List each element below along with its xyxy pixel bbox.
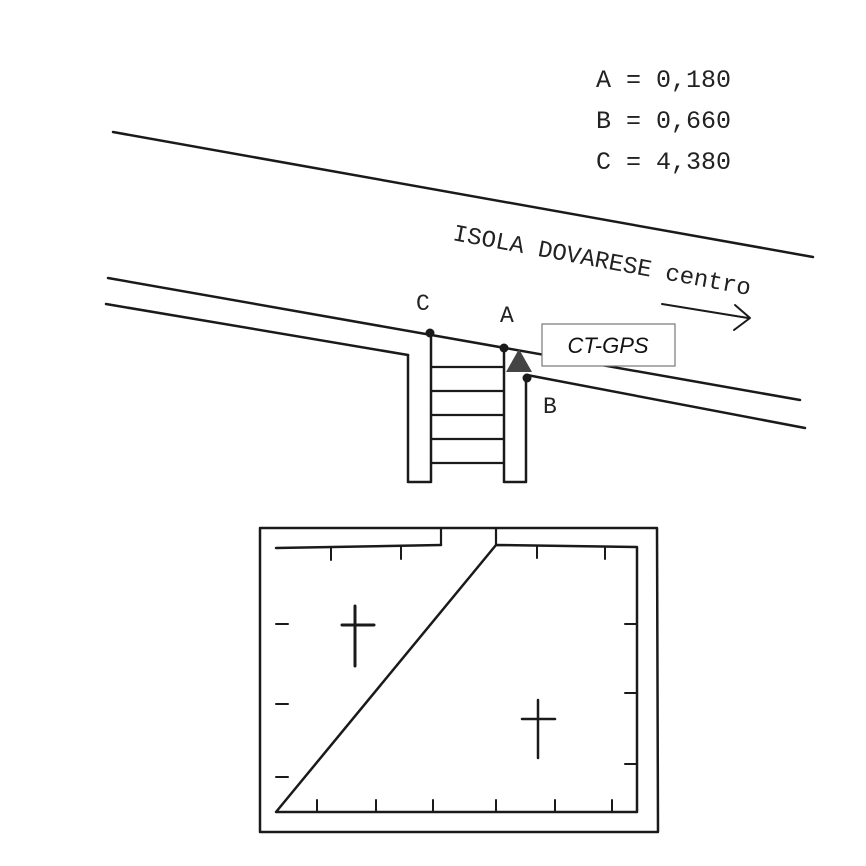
point-c-label: C [416, 291, 430, 317]
road-edge-lower-left [104, 302, 410, 357]
point-b-marker [522, 373, 532, 383]
legend-b: B = 0,660 [596, 107, 731, 136]
enclosure-plan [258, 526, 660, 834]
point-c-marker [425, 328, 435, 338]
road-edge-upper [111, 130, 815, 259]
legend-c: C = 4,380 [596, 148, 731, 177]
point-b-label: B [543, 394, 557, 420]
cross-icon [340, 604, 376, 668]
point-a-marker [499, 343, 509, 353]
measurement-legend: A = 0,180 B = 0,660 C = 4,380 [596, 66, 731, 177]
road-label: ISOLA DOVARESE centro [451, 221, 753, 303]
legend-a: A = 0,180 [596, 66, 731, 95]
cross-icon [520, 698, 557, 760]
point-a-label: A [500, 303, 514, 329]
ct-gps-box: CT-GPS [541, 323, 676, 367]
benchmark-triangle-icon [506, 349, 532, 372]
ct-gps-label: CT-GPS [567, 333, 648, 358]
direction-arrow-icon [661, 303, 751, 331]
road-edge-lower-right [525, 373, 807, 430]
sidewalk-edge [106, 276, 802, 402]
stairway [406, 331, 528, 484]
